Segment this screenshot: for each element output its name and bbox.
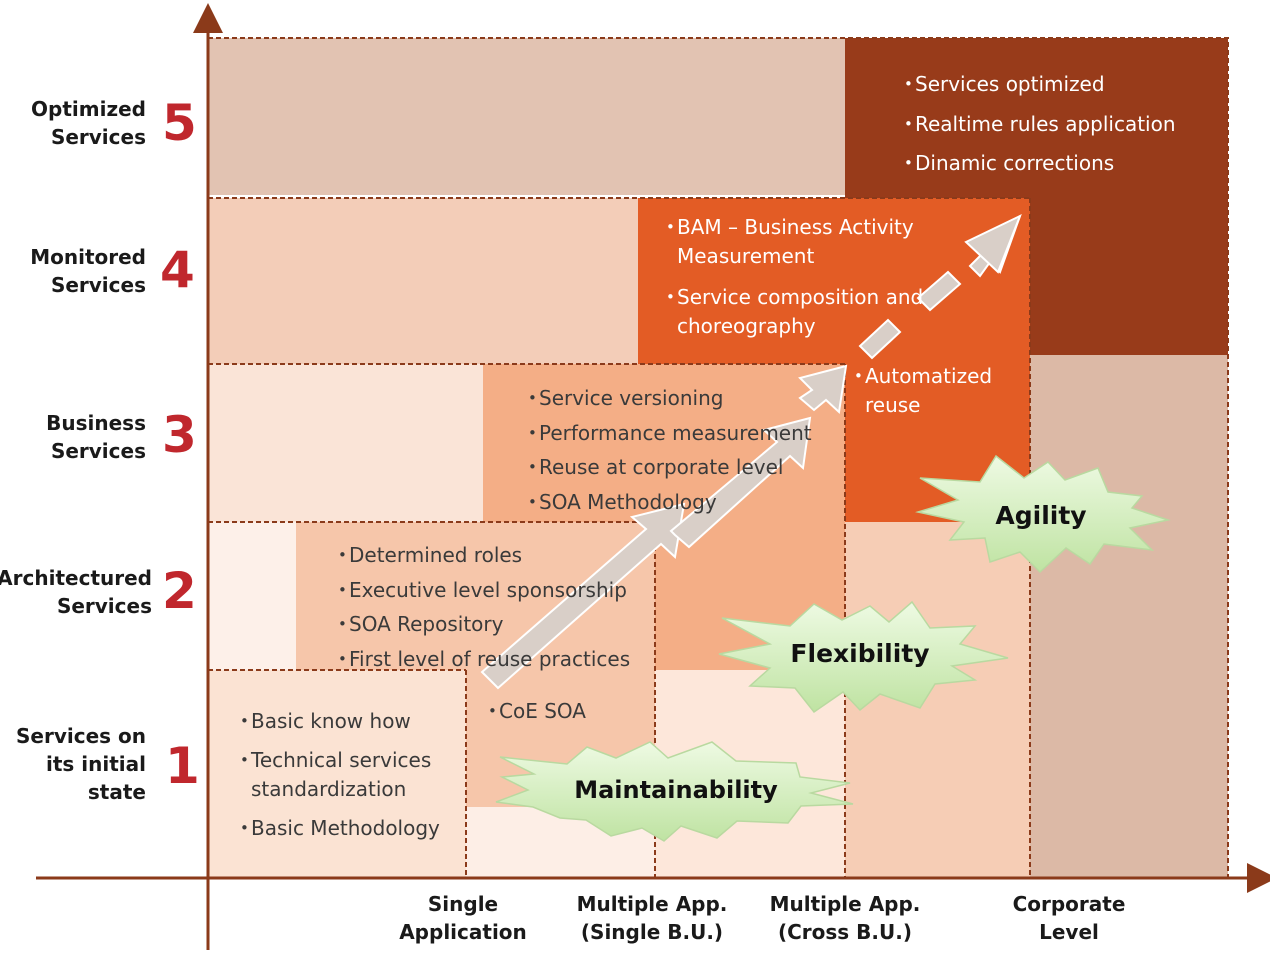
list-item: CoE SOA [488,697,648,726]
list-item: SOA Methodology [528,485,840,520]
level-3-line-2: Services [50,439,146,463]
axes [36,3,1270,950]
level2-bullets: Determined roles Executive level sponsor… [338,538,648,676]
list-item: Basic know how [240,707,455,736]
scope-4-line-1: Corporate [1012,892,1126,916]
agility-label: Agility [995,501,1086,530]
list-item: Service composition and choreography [666,283,936,341]
lower-columns [208,355,1228,878]
level-5-number: 5 [162,94,197,152]
scope-3-line-2: (Cross B.U.) [777,920,912,944]
level-4-line-2: Services [50,273,146,297]
automatized-bullets: Automatized reuse [854,362,1022,420]
list-item: Technical services standardization [240,746,455,804]
list-item: Services optimized [904,65,1224,105]
level-4-line-1: Monitored [30,245,146,269]
scope-2-line-1: Multiple App. [576,892,728,916]
level-1-line-2: its initial [46,752,146,776]
list-item: BAM – Business Activity Measurement [666,213,936,271]
level-2-number: 2 [162,562,197,620]
list-item: Dinamic corrections [904,144,1224,184]
level-5-line-1: Optimized [31,97,146,121]
list-item: SOA Repository [338,607,648,642]
list-item: Executive level sponsorship [338,573,648,608]
list-item: Performance measurement [528,416,840,451]
scope-4-line-2: Level [1039,920,1099,944]
list-item: Basic Methodology [240,814,455,843]
level-3-line-1: Business [46,411,146,435]
level1-bullets: Basic know how Technical services standa… [240,707,455,843]
flexibility-label: Flexibility [790,639,929,668]
maintainability-label: Maintainability [574,776,778,804]
scope-multiple-single-bu: Multiple App. (Single B.U.) [557,890,747,946]
agility-burst: Agility [915,454,1171,574]
maintainability-burst: Maintainability [495,741,854,842]
coe-bullets: CoE SOA [488,697,648,726]
scope-3-line-1: Multiple App. [769,892,921,916]
list-item: Service versioning [528,381,840,416]
scope-1-line-1: Single [427,892,499,916]
level4-bullets: BAM – Business Activity Measurement Serv… [666,213,936,341]
level-1-line-3: state [87,780,146,804]
list-item: Realtime rules application [904,105,1224,145]
flexibility-burst: Flexibility [718,600,1009,714]
list-item: First level of reuse practices [338,642,648,677]
scope-1-line-2: Application [399,920,527,944]
level5-bullets: Services optimized Realtime rules applic… [904,65,1224,184]
list-item: Reuse at corporate level [528,450,840,485]
level-5-line-2: Services [50,125,146,149]
level-1-line-1: Services on [16,724,146,748]
level-2-line-1: Architectured [0,566,152,590]
level-2-line-2: Services [56,594,152,618]
scope-2-line-2: (Single B.U.) [580,920,724,944]
list-item: Determined roles [338,538,648,573]
level3-bullets: Service versioning Performance measureme… [528,381,840,519]
list-item: Automatized reuse [854,362,1022,420]
scope-multiple-cross-bu: Multiple App. (Cross B.U.) [750,890,940,946]
level-4-number: 4 [160,241,195,299]
level-1-number: 1 [165,737,200,795]
level-3-number: 3 [162,406,197,464]
